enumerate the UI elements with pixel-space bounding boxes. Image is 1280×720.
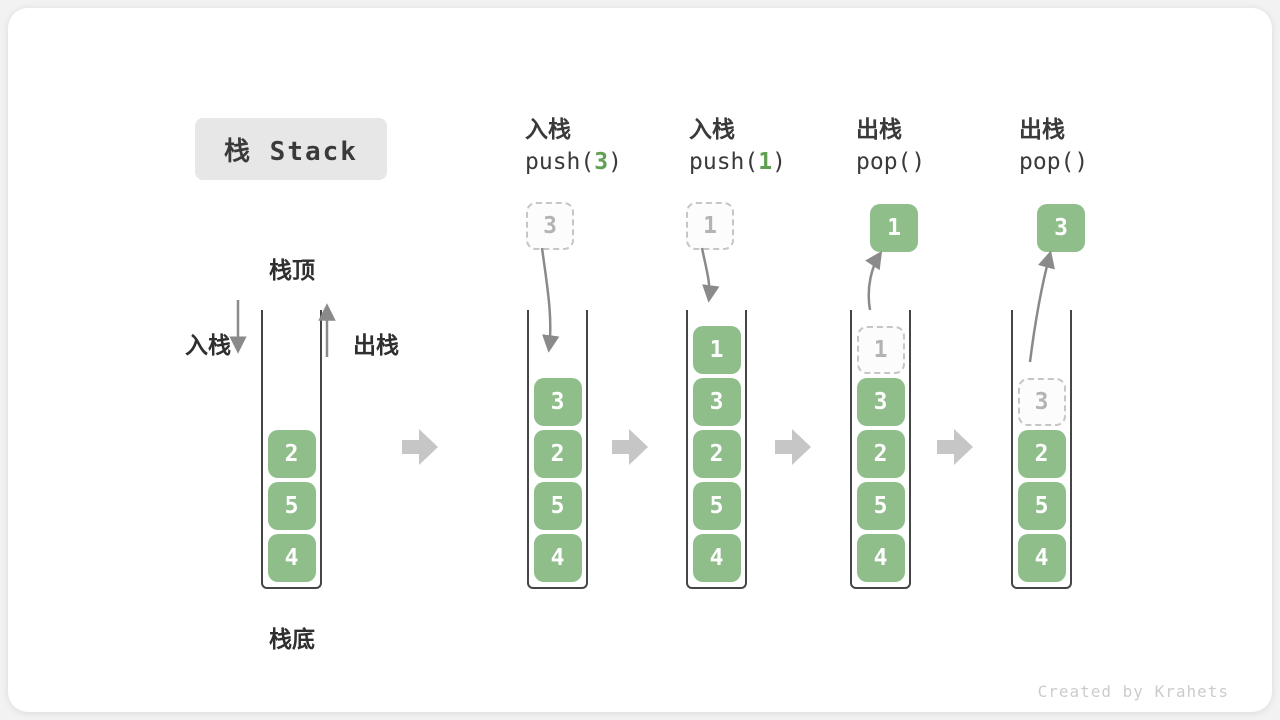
incoming-value-box-1: 1 [686,202,734,250]
stack-cell-removed: 1 [856,326,905,374]
stack-cell-removed: 3 [1017,378,1066,426]
stack-cell: 2 [267,430,316,478]
header-push-3-code: push(3) [525,149,622,175]
pop-side-label: 出栈 [353,332,399,358]
popped-value-box-1: 1 [870,204,918,252]
stack-after-push-3: 3 2 5 4 [527,310,588,589]
stack-cell: 1 [692,326,741,374]
header-pop-3-code: pop() [1019,149,1089,175]
incoming-value-box-3: 3 [526,202,574,250]
header-push-3: 入栈 push(3) [525,114,622,180]
stack-cell: 3 [856,378,905,426]
stack-cell: 3 [533,378,582,426]
figure-card: 栈 Stack 栈顶 栈底 入栈 出栈 入栈 push(3) 入栈 push(1… [8,8,1272,712]
stack-pop-3: 3 2 5 4 [1011,310,1072,589]
stack-initial: 2 5 4 [261,310,322,589]
stack-cell: 5 [267,482,316,530]
stack-cell: 2 [856,430,905,478]
stack-cell: 2 [692,430,741,478]
stack-cell: 5 [1017,482,1066,530]
header-pop-3-cjk: 出栈 [1019,116,1065,142]
stack-cell: 3 [692,378,741,426]
stack-cell: 4 [692,534,741,582]
stack-pop-1: 1 3 2 5 4 [850,310,911,589]
stack-cell: 5 [692,482,741,530]
header-push-1-cjk: 入栈 [689,116,735,142]
header-push-3-cjk: 入栈 [525,116,571,142]
stack-cell: 5 [533,482,582,530]
push-side-label: 入栈 [185,332,231,358]
header-pop-1-code: pop() [856,149,926,175]
stack-bottom-label: 栈底 [269,626,315,652]
header-push-1: 入栈 push(1) [689,114,786,180]
credit-text: Created by Krahets [1037,682,1229,701]
stack-cell: 2 [1017,430,1066,478]
stack-cell: 4 [267,534,316,582]
figure-title: 栈 Stack [195,118,387,180]
header-pop-3: 出栈 pop() [1019,114,1088,180]
stack-cell: 5 [856,482,905,530]
popped-value-box-3: 3 [1037,204,1085,252]
stack-cell: 4 [856,534,905,582]
header-pop-1: 出栈 pop() [856,114,925,180]
stack-cell: 4 [533,534,582,582]
header-push-1-code: push(1) [689,149,786,175]
stack-cell: 2 [533,430,582,478]
stack-top-label: 栈顶 [269,257,315,283]
header-pop-1-cjk: 出栈 [856,116,902,142]
stack-cell: 4 [1017,534,1066,582]
stack-after-push-1: 1 3 2 5 4 [686,310,747,589]
